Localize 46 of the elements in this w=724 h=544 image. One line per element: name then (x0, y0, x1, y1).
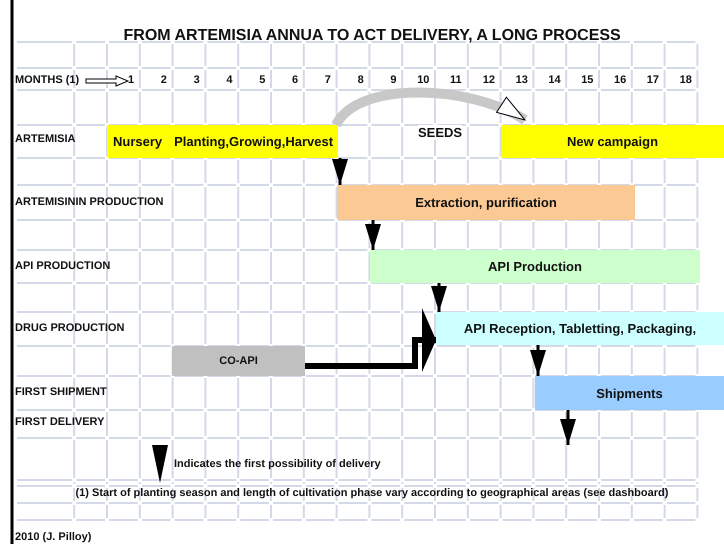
month-number: 17 (646, 74, 660, 86)
arrow (560, 410, 576, 445)
gantt-bar: Shipments (535, 376, 724, 410)
row-label: ARTEMISININ PRODUCTION (15, 196, 164, 208)
month-number: 7 (324, 74, 331, 86)
row-label: ARTEMISIA (15, 133, 76, 146)
month-number: 8 (358, 74, 364, 86)
month-number: 14 (548, 74, 561, 86)
gantt-bar: Extraction, purification (337, 185, 635, 220)
month-number: 10 (417, 74, 430, 86)
arrow (431, 283, 447, 312)
bar-label: Planting,Growing,Harvest (174, 134, 334, 149)
row-label: FIRST SHIPMENT (15, 386, 107, 398)
axis-label: MONTHS (1) (15, 74, 80, 86)
arrow (305, 308, 436, 372)
row-label: API PRODUCTION (15, 260, 110, 272)
month-number: 4 (226, 74, 233, 86)
month-number: 16 (614, 74, 626, 86)
month-number: 11 (450, 74, 462, 86)
bar-label: Nursery (113, 134, 162, 149)
footnote: (1) Start of planting season and length of cultivation phase vary according to geographical areas (see dashboard) (76, 487, 668, 500)
gantt-bar (107, 125, 338, 158)
month-number: 1 (128, 74, 134, 86)
month-number: 3 (194, 74, 200, 86)
legend-label: Indicates the first possibility of delivery (174, 458, 381, 470)
arrow (530, 345, 546, 376)
gantt-bar: New campaign (501, 125, 724, 158)
chart-title: FROM ARTEMISIA ANNUA TO ACT DELIVERY, A LONG PROCESS (124, 27, 621, 46)
arrow (332, 158, 348, 185)
gantt-bar: API Production (370, 250, 700, 283)
gantt-bar: API Reception, Tabletting, Packaging, (436, 312, 724, 345)
edge-label: SEEDS (418, 125, 462, 140)
month-number: 6 (292, 74, 298, 86)
gantt-bar: CO-API (172, 346, 305, 376)
row-label: FIRST DELIVERY (15, 416, 104, 428)
arrow (332, 88, 528, 128)
month-number: 13 (516, 74, 528, 86)
arrow (365, 220, 381, 250)
source-note: 2010 (J. Pilloy) (15, 531, 92, 544)
month-number: 12 (482, 74, 496, 86)
month-number: 9 (390, 74, 397, 86)
row-label: DRUG PRODUCTION (15, 322, 124, 334)
month-number: 15 (581, 74, 594, 86)
month-number: 2 (160, 74, 167, 86)
month-number: 5 (259, 74, 266, 86)
month-number: 18 (680, 74, 692, 86)
